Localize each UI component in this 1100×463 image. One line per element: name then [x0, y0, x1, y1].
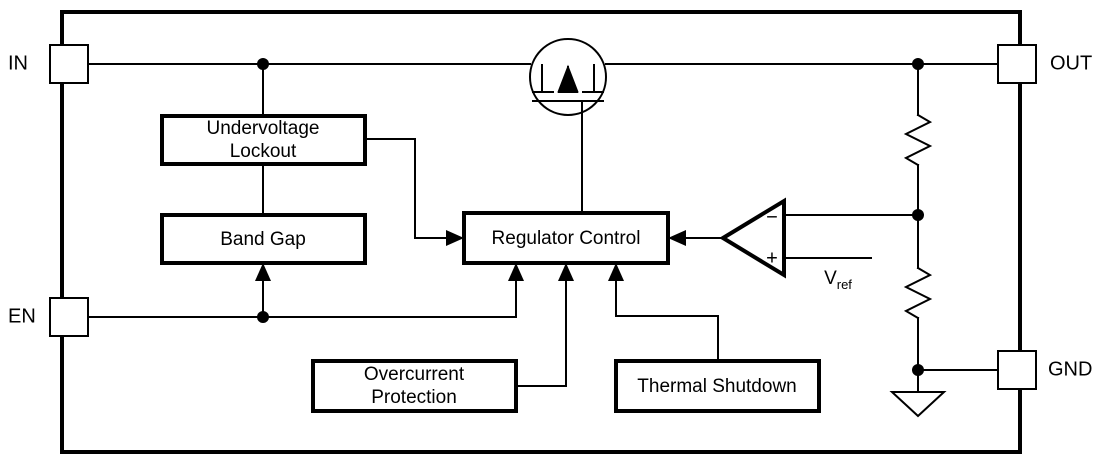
wire-uvlo-to-regulator-control [364, 138, 464, 246]
overcurrent-protection-label-line1: Overcurrent [364, 364, 465, 385]
band-gap-label: Band Gap [220, 229, 306, 250]
wire-en-to-bandgap [255, 263, 271, 318]
wire-en-to-regulator-control [508, 263, 524, 318]
arrow-head-en-to-regulator [508, 263, 524, 281]
pin-label-gnd: GND [1048, 358, 1092, 380]
mosfet-icon [529, 38, 607, 214]
pin-out[interactable] [997, 44, 1037, 84]
block-band-gap[interactable]: Band Gap [160, 213, 367, 265]
vref-label-main: V [824, 268, 837, 289]
thermal-shutdown-label: Thermal Shutdown [637, 376, 796, 397]
pin-in[interactable] [49, 44, 89, 84]
arrow-head-thermal-to-regulator [608, 263, 624, 281]
undervoltage-lockout-label-line1: Undervoltage [206, 118, 319, 139]
wire-overcurrent-to-regulator-control [515, 263, 574, 387]
regulator-control-label: Regulator Control [492, 228, 641, 249]
vref-label-subscript: ref [837, 277, 853, 292]
undervoltage-lockout-label-line2: Lockout [230, 141, 297, 162]
block-thermal-shutdown[interactable]: Thermal Shutdown [614, 359, 821, 413]
amplifier-minus-label: − [766, 206, 778, 228]
pin-label-in: IN [8, 52, 28, 74]
vref-label: Vref [824, 268, 852, 292]
resistor-bottom-icon [903, 214, 933, 371]
block-overcurrent-protection[interactable]: Overcurrent Protection [311, 359, 518, 413]
ground-icon [889, 391, 947, 418]
enable-rail-junction-dot [257, 311, 269, 323]
pin-gnd[interactable] [997, 350, 1037, 390]
overcurrent-protection-label-line2: Protection [371, 387, 457, 408]
amplifier-plus-label: + [766, 247, 778, 269]
arrow-head-uvlo-to-regulator [446, 230, 464, 246]
error-amplifier-icon: − + [719, 197, 786, 279]
wire-thermal-shutdown-to-regulator-control [608, 263, 719, 362]
pin-label-en: EN [8, 305, 36, 327]
pin-en[interactable] [49, 297, 89, 337]
wire-amplifier-to-regulator-control [668, 230, 724, 246]
arrow-head-amplifier-to-regulator [668, 230, 686, 246]
block-regulator-control[interactable]: Regulator Control [462, 211, 670, 265]
resistor-top-icon [903, 63, 933, 216]
pin-label-out: OUT [1050, 52, 1092, 74]
arrow-head-overcurrent-to-regulator [558, 263, 574, 281]
block-undervoltage-lockout[interactable]: Undervoltage Lockout [160, 114, 367, 166]
arrow-head-en-to-bandgap [255, 263, 271, 281]
device-boundary [60, 10, 1022, 454]
